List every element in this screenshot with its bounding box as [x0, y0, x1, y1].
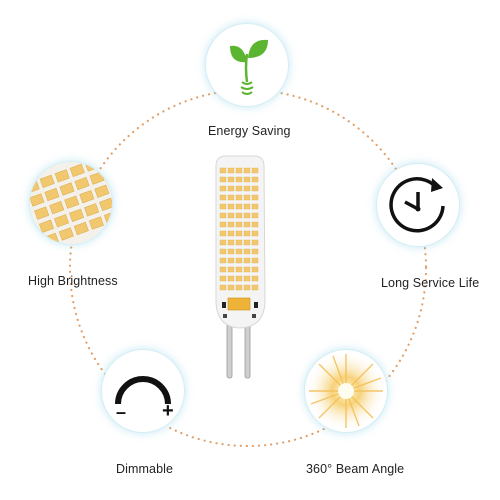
beam-angle-label: 360° Beam Angle: [306, 462, 405, 476]
clock-icon: [377, 164, 459, 246]
light-burst-icon: [305, 350, 387, 432]
dimmer-arc-icon: – +: [102, 350, 184, 432]
long-service-life-label: Long Service Life: [381, 276, 480, 290]
led-chip-closeup-icon: [30, 162, 112, 244]
led-bulb-image: [196, 152, 286, 382]
minus-sign: –: [116, 402, 127, 422]
plus-sign: +: [162, 400, 174, 422]
leaf-bulb-icon: [206, 24, 288, 106]
dimmable-label: Dimmable: [116, 462, 174, 476]
high-brightness-label: High Brightness: [28, 274, 118, 288]
energy-saving-label: Energy Saving: [208, 124, 291, 138]
